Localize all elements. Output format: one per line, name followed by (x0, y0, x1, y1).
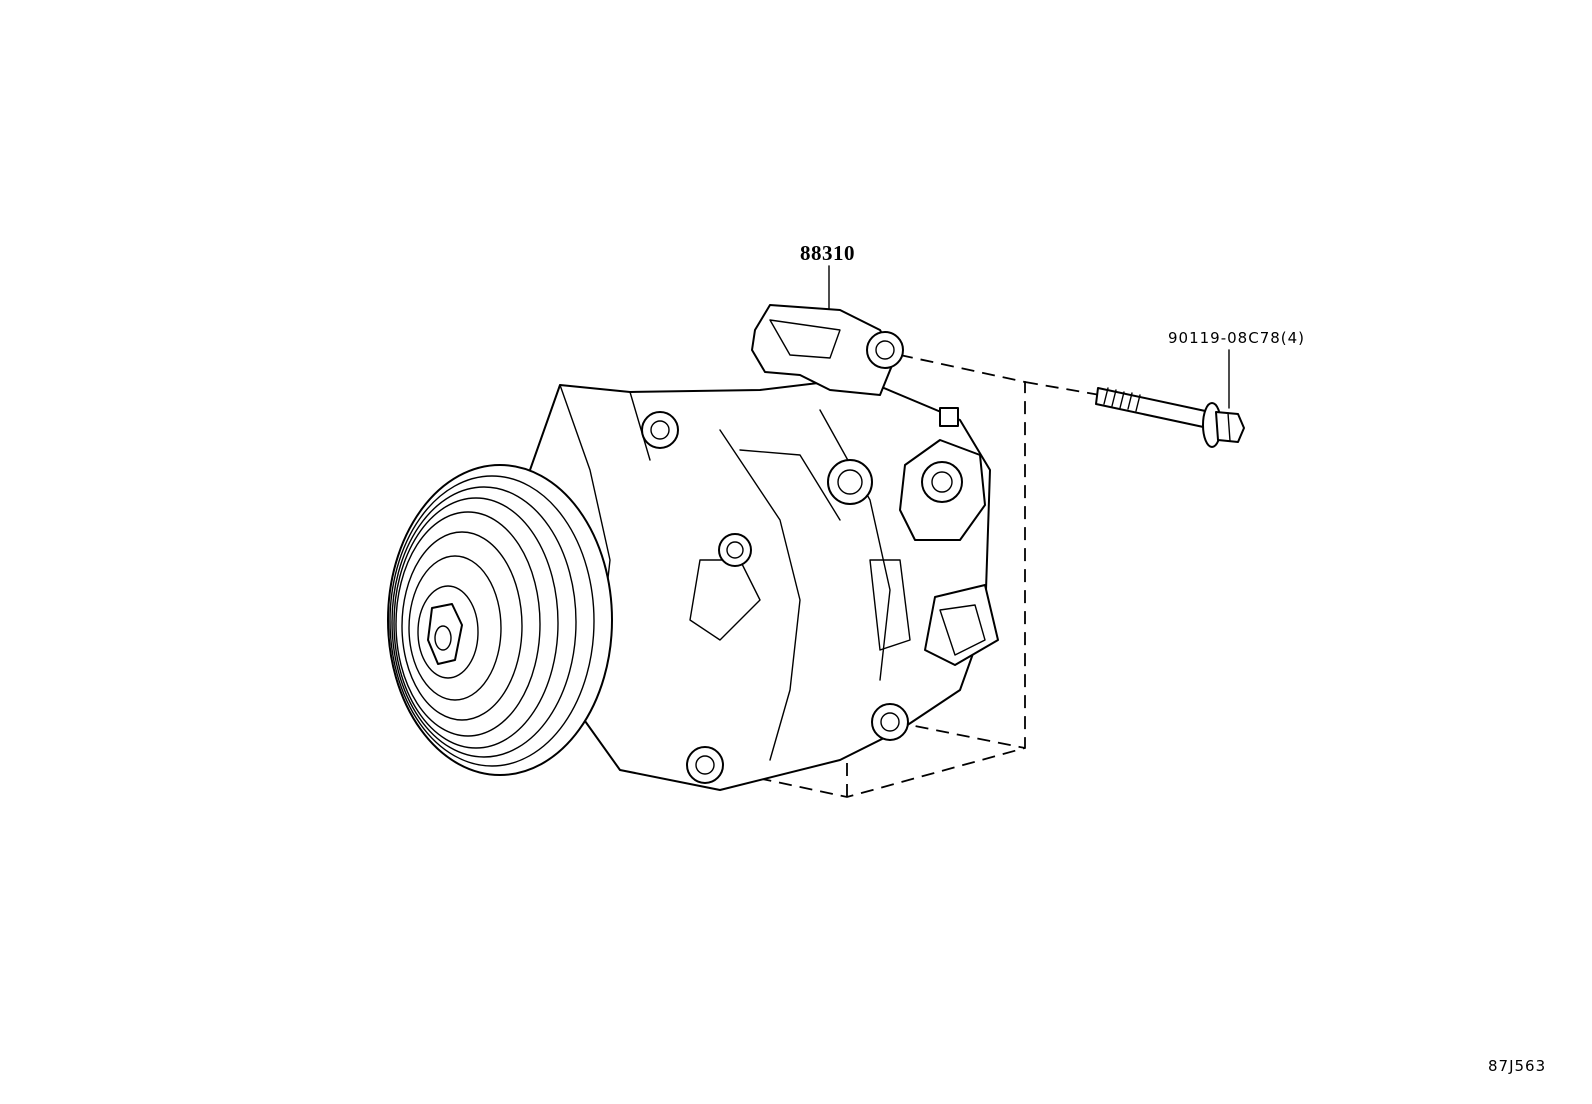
bolt-90119 (1095, 387, 1245, 448)
callout-compressor: 88310 (800, 241, 855, 265)
callout-bolt: 90119-08C78(4) (1168, 329, 1306, 347)
bolt-head (1215, 411, 1245, 443)
compressor-body (529, 304, 999, 791)
upper-mount-bracket (751, 304, 896, 396)
rear-cap (939, 407, 959, 427)
pulley (387, 464, 613, 776)
mounting-bosses (641, 331, 963, 784)
pulley-hub (427, 603, 463, 665)
rear-port (924, 584, 999, 666)
illustration-code: 87J563 (1488, 1057, 1547, 1075)
